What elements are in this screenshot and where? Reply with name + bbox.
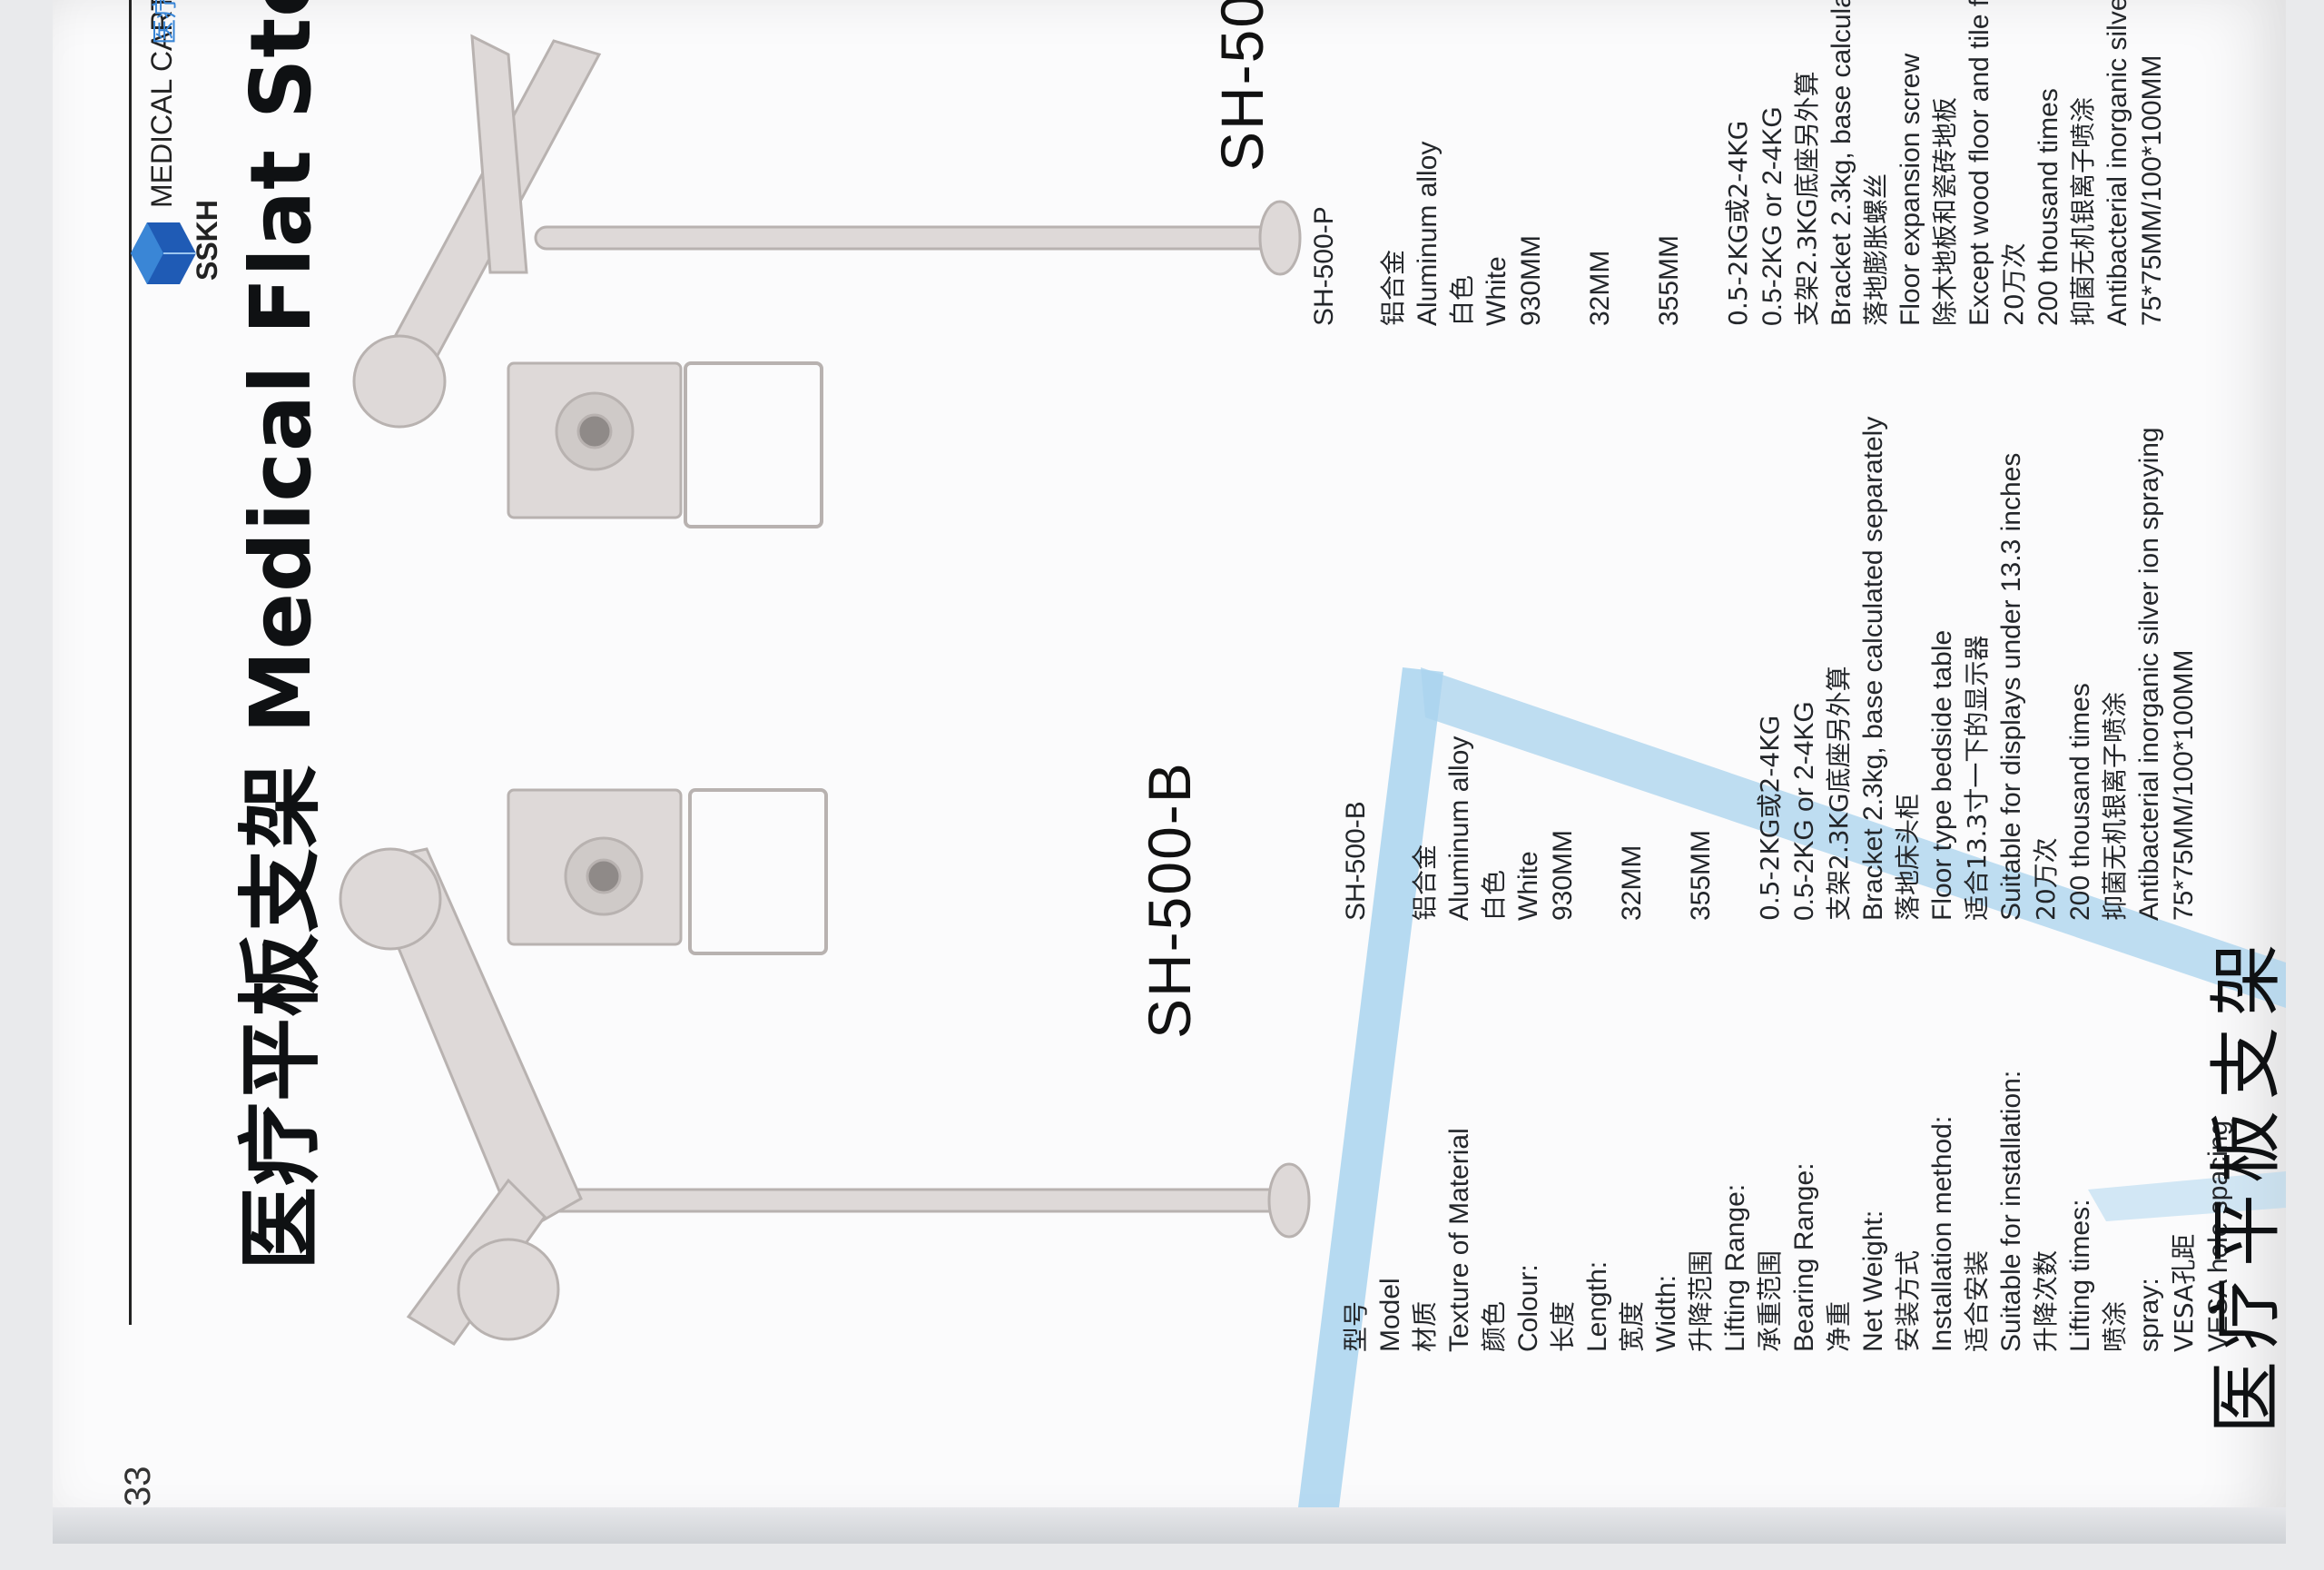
spec-values-sh-500-b: SH-500-B 铝合金 Aluminum alloy 白色 White 930… xyxy=(1339,417,2236,921)
spec-label: Lifting times: xyxy=(2065,1199,2095,1352)
spec-label: Net Weight: xyxy=(1858,1210,1888,1352)
spec-label: 安装方式 xyxy=(1893,1249,1923,1352)
spec-value: 铝合金 xyxy=(1378,249,1408,326)
spec-value: Bracket 2.3kg, base calculated separatel… xyxy=(1858,416,1888,921)
sskh-logo-icon xyxy=(131,222,196,284)
spec-value xyxy=(1581,417,1615,921)
spec-value: Except wood floor and tile floor xyxy=(1965,0,1994,326)
spec-value: 抑菌无机银离子喷涂 xyxy=(2100,691,2130,921)
spec-value: Aluminum alloy xyxy=(1413,141,1443,326)
spec-value xyxy=(2201,417,2236,921)
spec-value: 32MM xyxy=(1617,844,1647,921)
model-name-b: SH-500-B xyxy=(1136,761,1203,1039)
footer-title-cn: 医疗平板支架 xyxy=(2204,933,2289,1434)
spec-label: Model xyxy=(1375,1278,1405,1352)
spec-value: 适合13.3寸一下的显示器 xyxy=(1962,635,1992,921)
spec-value xyxy=(1374,417,1408,921)
spec-label: 材质 xyxy=(1410,1300,1440,1352)
spec-label: 适合安装 xyxy=(1962,1249,1992,1352)
spec-value: Floor expansion screw xyxy=(1896,53,1925,326)
spec-label: 升降次数 xyxy=(2031,1249,2061,1352)
spec-label: 宽度 xyxy=(1617,1300,1647,1352)
spec-value: 铝合金 xyxy=(1410,844,1440,921)
spec-value: 白色 xyxy=(1479,869,1509,921)
spec-label: 颜色 xyxy=(1479,1300,1509,1352)
spec-label: 长度 xyxy=(1548,1300,1578,1352)
spec-label: 承重范围 xyxy=(1755,1249,1785,1352)
spec-labels: 型号 Model 材质 Texture of Material 颜色 Colou… xyxy=(1339,1071,2236,1352)
page-title: 医疗平板支架 Medical Flat Sten xyxy=(232,0,330,1270)
spec-value: 930MM xyxy=(1548,829,1578,921)
spec-value: 32MM xyxy=(1585,250,1615,326)
spec-values-sh-500-p: SH-500-P 铝合金 Aluminum alloy 白色 White 930… xyxy=(1307,0,2204,326)
spec-label: 净重 xyxy=(1824,1300,1854,1352)
spec-label: Bearing Range: xyxy=(1789,1162,1819,1352)
spec-label: 升降范围 xyxy=(1686,1249,1716,1352)
spec-value: White xyxy=(1482,256,1512,326)
spec-value: Bracket 2.3kg, base calculated separatel… xyxy=(1827,0,1856,326)
spec-label: 型号 xyxy=(1341,1300,1371,1352)
spec-label: Width: xyxy=(1651,1274,1681,1352)
model-name-p: SH-500-p xyxy=(1208,0,1275,172)
spec-value: 200 thousand times xyxy=(2065,683,2095,921)
page-number: 33 xyxy=(118,1466,158,1507)
spec-value: SH-500-P xyxy=(1309,206,1339,326)
spec-label: Texture of Material xyxy=(1444,1128,1474,1352)
spec-value xyxy=(1549,0,1583,326)
spec-label: Colour: xyxy=(1513,1264,1543,1352)
spec-value xyxy=(1718,417,1753,921)
spec-value: Antibacterial inorganic silver ion spray… xyxy=(2134,427,2164,921)
spec-value: 0.5-2KG或2-4KG xyxy=(1755,715,1785,921)
spec-label: Installation method: xyxy=(1927,1115,1957,1352)
spec-label: Length: xyxy=(1582,1260,1612,1352)
spec-value xyxy=(1618,0,1652,326)
spec-value: 支架2.3KG底座另外算 xyxy=(1792,71,1822,326)
spec-value: Antibacterial inorganic silver ion spray… xyxy=(2102,0,2132,326)
spec-value: 200 thousand times xyxy=(2034,88,2063,326)
spec-label: 喷涂 xyxy=(2100,1300,2130,1352)
spec-value: 白色 xyxy=(1447,274,1477,326)
spec-label: Suitable for installation: xyxy=(1996,1070,2026,1352)
spec-value: 0.5-2KG or 2-4KG xyxy=(1789,701,1819,921)
spec-value: 抑菌无机银离子喷涂 xyxy=(2068,96,2098,326)
spec-value: 落地膨胀螺丝 xyxy=(1861,173,1891,326)
spec-value xyxy=(1687,0,1721,326)
spec-value: 355MM xyxy=(1654,234,1684,326)
spec-value: 75*75MM/100*100MM xyxy=(2169,649,2199,922)
page-edge xyxy=(53,1507,2286,1544)
spec-value xyxy=(2170,0,2204,326)
spec-value: 355MM xyxy=(1686,829,1716,921)
spec-value: 落地床头柜 xyxy=(1893,793,1923,921)
spec-value: 支架2.3KG底座另外算 xyxy=(1824,666,1854,921)
header-rule xyxy=(129,0,132,1325)
spec-value: Floor type bedside table xyxy=(1927,629,1957,921)
spec-label: Lifting Range: xyxy=(1720,1183,1750,1352)
spec-value: 930MM xyxy=(1516,234,1546,326)
spec-value xyxy=(1342,0,1376,326)
spec-value: Suitable for displays under 13.3 inches xyxy=(1996,452,2026,921)
spec-value: 20万次 xyxy=(1999,242,2029,326)
spec-value: 75*75MM/100*100MM xyxy=(2137,54,2167,327)
spec-value xyxy=(1649,417,1684,921)
spec-value: 0.5-2KG或2-4KG xyxy=(1723,120,1753,326)
spec-value: 除木地板和瓷砖地板 xyxy=(1930,96,1960,326)
spec-label: spray: xyxy=(2134,1278,2164,1352)
spec-value: 0.5-2KG or 2-4KG xyxy=(1758,106,1787,326)
spec-value: White xyxy=(1513,851,1543,921)
spec-value: Aluminum alloy xyxy=(1444,736,1474,921)
brand-name: SSKH xyxy=(191,200,223,281)
spec-value: SH-500-B xyxy=(1341,801,1371,921)
section-label-cn: 医疗推车 xyxy=(145,0,182,44)
spec-value: 20万次 xyxy=(2031,837,2061,921)
